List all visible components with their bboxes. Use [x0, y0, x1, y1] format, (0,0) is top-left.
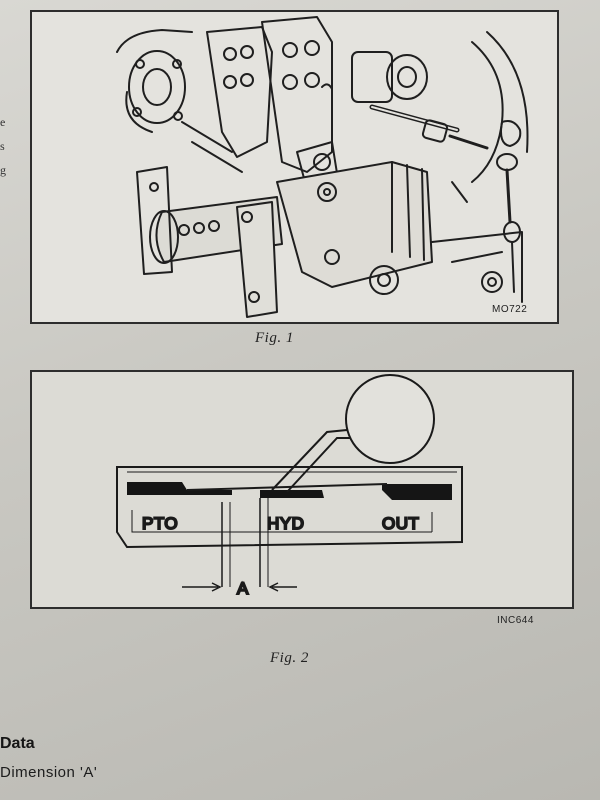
- out-label: OUT: [382, 514, 419, 533]
- data-heading: Data: [0, 735, 35, 752]
- margin-fragment: e: [0, 115, 6, 129]
- dimension-a-data-line: Dimension 'A': [0, 764, 98, 781]
- hyd-label: HYD: [267, 514, 304, 533]
- figure-2-code: INC644: [497, 615, 534, 626]
- figure-2-caption: Fig. 2: [270, 650, 309, 666]
- dimension-a-label: A: [237, 579, 249, 598]
- figure-1-code: MO722: [492, 304, 528, 315]
- hydraulic-assembly-drawing: [116, 16, 529, 318]
- figure-2-diagram: PTO HYD OUT A INC644: [30, 370, 574, 626]
- margin-fragment: s: [0, 139, 5, 153]
- margin-text-fragments: e s g: [0, 110, 14, 182]
- lever-quadrant-diagram: PTO HYD OUT A: [116, 374, 463, 599]
- pto-label: PTO: [142, 514, 178, 533]
- figure-1-illustration: MO722: [30, 10, 559, 324]
- figure-1-caption: Fig. 1: [255, 330, 294, 346]
- margin-fragment: g: [0, 163, 6, 177]
